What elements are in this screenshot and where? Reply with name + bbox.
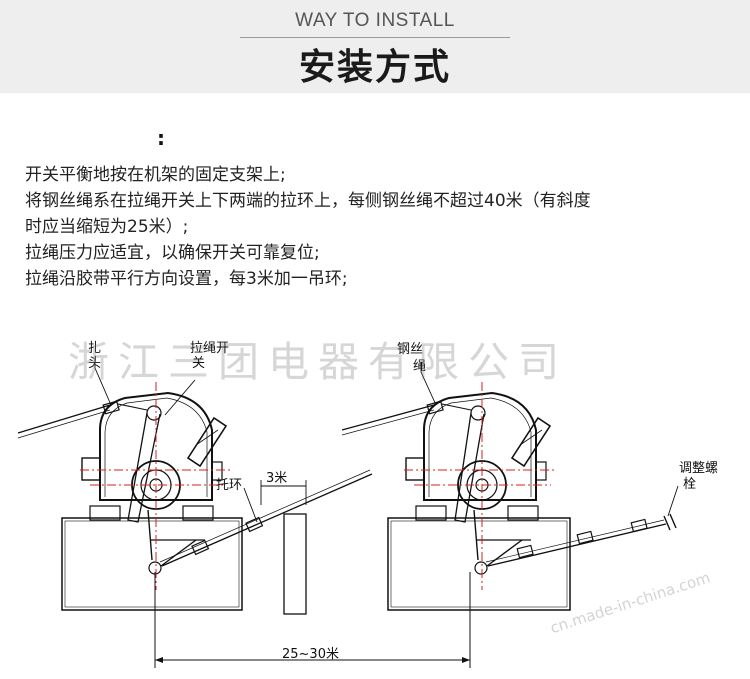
label-clamp-b: 头 [88,356,101,371]
label-spacing: 3米 [266,471,287,486]
step-1: 开关平衡地按在机架的固定支架上; [25,165,286,185]
step-4: 拉绳沿胶带平行方向设置，每3米加一吊环; [25,269,348,289]
header-subtitle: WAY TO INSTALL [295,10,455,31]
intro-marker: : [157,126,165,150]
watermark-company: 浙江三团电器有限公司 [68,338,568,386]
left-assembly [17,358,471,668]
label-switch-a: 拉绳开 [190,341,229,356]
label-bolt-b: 栓 [683,477,696,492]
installation-diagram: 扎 头 拉绳开 关 托环 3米 25~30米 钢丝 绳 调整螺 栓 [17,341,718,668]
header-rule [240,37,510,38]
install-steps: 开关平衡地按在机架的固定支架上; 将钢丝绳系在拉绳开关上下两端的拉环上，每侧钢丝… [25,162,730,292]
right-assembly [341,362,679,611]
step-2-cont: 时应当缩短为25米）; [25,217,189,237]
label-distance: 25~30米 [282,647,339,662]
label-switch-b: 关 [192,356,205,371]
header-banner: WAY TO INSTALL 安装方式 [0,0,750,93]
label-rope-b: 绳 [413,359,426,374]
label-bolt-a: 调整螺 [679,461,718,476]
header-title: 安装方式 [298,47,451,88]
step-3: 拉绳压力应适宜，以确保开关可靠复位; [25,243,320,263]
label-ring: 托环 [216,478,242,493]
step-2: 将钢丝绳系在拉绳开关上下两端的拉环上，每侧钢丝绳不超过40米（有斜度 [25,191,591,211]
label-clamp-a: 扎 [88,341,101,356]
centerlines [80,382,556,590]
label-rope-a: 钢丝 [397,342,423,357]
